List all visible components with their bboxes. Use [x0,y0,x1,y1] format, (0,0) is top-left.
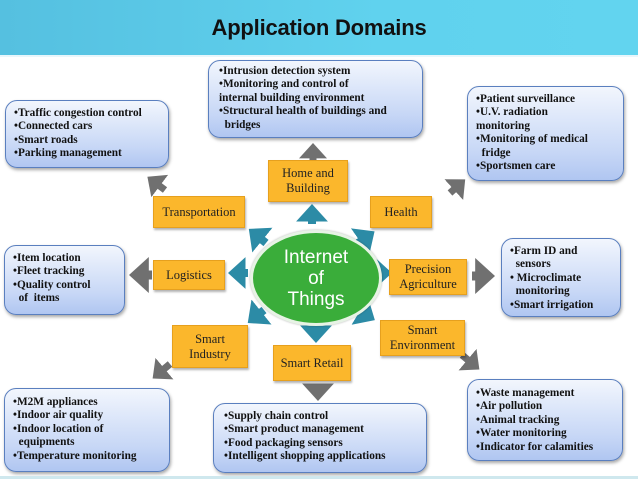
list-item: •Traffic congestion control [14,107,142,119]
list-item: monitoring [510,285,570,298]
list-item: of items [13,292,60,305]
hub-arrow-transportation [248,227,273,253]
category-smart-industry: Smart Industry [172,325,248,368]
list-item: •Fleet tracking [13,265,85,278]
list-item: •Structural health of buildings and [219,105,387,118]
items-box-home-building: •Intrusion detection system •Monitoring … [208,60,423,138]
list-item: •Smart roads [14,133,78,146]
outer-arrow-environment [458,348,480,371]
list-item: •Sportsmen care [476,160,556,173]
list-item: •Smart product management [224,423,364,436]
list-item: •Parking management [14,147,122,160]
list-item: •Supply chain control [224,410,329,422]
list-item: •Air pollution [476,400,543,413]
list-item: •Intrusion detection system [219,65,351,77]
list-item: •U.V. radiation [476,106,548,119]
list-item: •Patient surveillance [476,93,576,105]
list-item: •Water monitoring [476,427,567,440]
list-item: •Food packaging sensors [224,436,343,449]
category-precision-agriculture: Precision Agriculture [389,259,467,295]
list-item: •Monitoring and control of [219,78,349,91]
list-item: internal building environment [219,91,365,104]
items-box-smart-retail: •Supply chain control •Smart product man… [213,403,427,473]
hub-label-line: of [308,267,324,289]
list-item: bridges [219,118,261,131]
hub-label-line: Internet [283,246,349,268]
list-item: •Intelligent shopping applications [224,450,386,463]
outer-arrow-transportation [147,174,169,198]
outer-arrow-health [444,179,466,201]
list-item: •Temperature monitoring [13,449,137,462]
category-logistics: Logistics [153,260,225,290]
list-item: equipments [13,436,75,449]
list-item: •Item location [13,252,81,264]
category-transportation: Transportation [153,196,245,228]
category-smart-retail: Smart Retail [273,345,351,381]
list-item: •Farm ID and [510,245,578,257]
list-item: •Indicator for calamities [476,440,594,453]
items-box-logistics: •Item location •Fleet tracking •Quality … [4,245,125,315]
list-item: •Connected cars [14,120,93,133]
list-item: •M2M appliances [13,396,98,408]
items-box-precision-agriculture: •Farm ID and sensors • Microclimate moni… [501,238,621,317]
list-item: • Microclimate [510,271,582,284]
list-item: •Quality control [13,278,91,291]
items-box-transportation: •Traffic congestion control •Connected c… [5,100,169,168]
outer-arrow-industry [152,357,174,380]
bottom-strip [0,476,638,479]
list-item: fridge [476,146,511,159]
category-health: Health [370,196,432,228]
page-title: Application Domains [211,15,427,40]
hub-label-line: Things [287,288,345,310]
category-smart-environment: Smart Environment [380,320,465,356]
hub-arrow-industry [247,299,272,325]
list-item: •Animal tracking [476,413,560,426]
items-box-smart-environment: •Waste management •Air pollution •Animal… [467,379,623,461]
list-item: •Smart irrigation [510,298,594,311]
title-bar: Application Domains [0,0,638,57]
items-box-health: •Patient surveillance •U.V. radiation mo… [467,86,624,181]
list-item: •Indoor air quality [13,409,104,422]
items-box-smart-industry: •M2M appliances •Indoor air quality •Ind… [4,388,170,472]
list-item: •Indoor location of [13,422,104,435]
list-item: •Waste management [476,387,575,399]
list-item: monitoring [476,119,530,132]
category-home-building: Home and Building [268,160,348,202]
list-item: sensors [510,258,551,271]
iot-hub: Internet of Things [250,230,382,326]
list-item: •Monitoring of medical [476,133,588,146]
